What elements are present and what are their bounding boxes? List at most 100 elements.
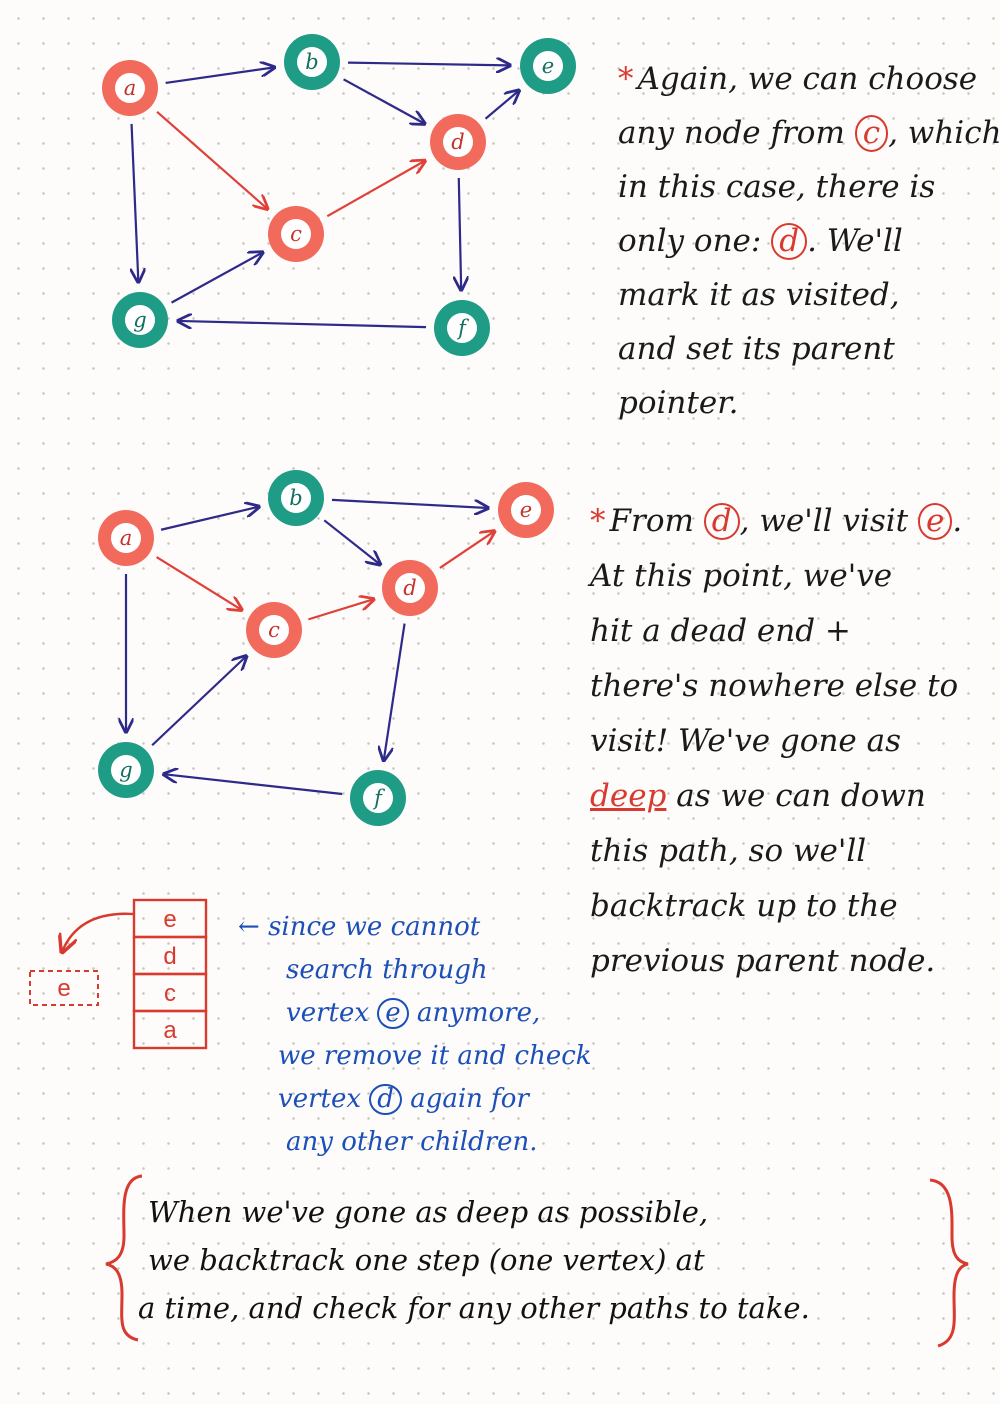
node-a-center bbox=[111, 523, 141, 553]
note1-line2b: , which bbox=[888, 115, 1000, 151]
edge-d-f bbox=[459, 177, 461, 290]
node-e: e bbox=[520, 38, 576, 94]
pop-arrow bbox=[62, 912, 135, 952]
node-b-center bbox=[281, 483, 311, 513]
node-g: g bbox=[98, 742, 154, 798]
note2-circled-e: e bbox=[917, 503, 953, 540]
node-g-label: g bbox=[133, 308, 146, 332]
left-brace bbox=[105, 1174, 143, 1342]
edge-f-g bbox=[164, 774, 343, 796]
node-a-label: a bbox=[120, 526, 133, 550]
stack-cell-label-c: c bbox=[164, 980, 176, 1007]
stack-cell-a bbox=[132, 1009, 208, 1050]
node-c-label: c bbox=[268, 618, 280, 642]
summary-line1: When we've gone as deep as possible, bbox=[148, 1195, 709, 1229]
node-a-center bbox=[115, 73, 145, 103]
node-f: f bbox=[350, 770, 406, 826]
note3-line3a: vertex bbox=[286, 998, 370, 1028]
edge-a-g bbox=[132, 123, 139, 282]
node-a: a bbox=[102, 60, 158, 116]
asterisk-icon: * bbox=[618, 61, 634, 97]
edge-d-e bbox=[484, 91, 519, 120]
popped-cell-label: e bbox=[57, 975, 70, 1002]
summary-line2: we backtrack one step (one vertex) at bbox=[148, 1243, 705, 1277]
note2-line6b: as we can down bbox=[676, 778, 926, 814]
note2-line2: At this point, we've bbox=[590, 558, 893, 594]
edge-a-b bbox=[165, 67, 275, 84]
node-e: e bbox=[498, 482, 554, 538]
note1-line2a: any node from bbox=[618, 115, 845, 151]
note1-line4a: only one: bbox=[618, 223, 762, 259]
note2-line1a: From bbox=[609, 503, 694, 539]
note2-line5: visit! We've gone as bbox=[590, 723, 901, 759]
edge-d-f bbox=[384, 623, 406, 761]
edge-a-c bbox=[156, 110, 267, 209]
node-d-center bbox=[443, 127, 473, 157]
summary-brackets bbox=[105, 1174, 969, 1348]
node-d: d bbox=[430, 114, 486, 170]
node-a-label: a bbox=[124, 76, 137, 100]
asterisk-icon: * bbox=[590, 503, 606, 539]
node-b-label: b bbox=[289, 486, 302, 510]
note2-line1b: , we'll visit bbox=[739, 503, 909, 539]
node-b-label: b bbox=[305, 50, 318, 74]
note2-line3: hit a dead end + bbox=[590, 613, 851, 649]
node-g-center bbox=[125, 305, 155, 335]
node-c: c bbox=[268, 206, 324, 262]
note1-circled-d: d bbox=[771, 223, 808, 260]
node-a: a bbox=[98, 510, 154, 566]
node-d-center bbox=[395, 573, 425, 603]
node-g: g bbox=[112, 292, 168, 348]
edge-f-g bbox=[178, 321, 427, 327]
node-f: f bbox=[434, 300, 490, 356]
note2-line7: this path, so we'll bbox=[590, 833, 867, 869]
note2-line8: backtrack up to the bbox=[590, 888, 898, 924]
note-stack: ← since we cannot search through vertex … bbox=[238, 906, 592, 1164]
node-f-center bbox=[447, 313, 477, 343]
note3-line5b: again for bbox=[410, 1084, 529, 1114]
node-c-center bbox=[281, 219, 311, 249]
edge-a-b bbox=[160, 507, 259, 531]
note3-line2: search through bbox=[286, 955, 488, 985]
edge-g-c bbox=[170, 252, 263, 304]
node-g-label: g bbox=[119, 758, 132, 782]
node-g-center bbox=[111, 755, 141, 785]
note3-circled-e: e bbox=[377, 998, 409, 1030]
note3-line6: any other children. bbox=[286, 1127, 538, 1157]
note3-line4: we remove it and check bbox=[278, 1041, 592, 1071]
node-f-label: f bbox=[372, 786, 385, 810]
note2-line9: previous parent node. bbox=[590, 943, 936, 979]
note2-line1c: . bbox=[952, 503, 963, 539]
note2-deep-word: deep bbox=[590, 778, 667, 814]
note1-circled-c: c bbox=[854, 115, 889, 152]
left-arrow-icon: ← bbox=[238, 912, 260, 942]
note1-line5: mark it as visited, bbox=[618, 277, 900, 313]
note1-line1: Again, we can choose bbox=[637, 61, 978, 97]
note3-line3b: anymore, bbox=[416, 998, 541, 1028]
stack-cell-label-e: e bbox=[163, 906, 176, 933]
summary-line3: a time, and check for any other paths to… bbox=[138, 1291, 810, 1325]
popped-cell bbox=[29, 970, 99, 1006]
note1-line3: in this case, there is bbox=[618, 169, 936, 205]
edge-c-d bbox=[308, 599, 373, 621]
stack-cell-label-d: d bbox=[163, 943, 176, 970]
edge-b-e bbox=[347, 63, 510, 66]
note1-line7: pointer. bbox=[618, 385, 739, 421]
note1-line6: and set its parent bbox=[618, 331, 895, 367]
note3-circled-d: d bbox=[369, 1084, 402, 1116]
node-d-label: d bbox=[403, 576, 416, 600]
note2-circled-d: d bbox=[703, 503, 740, 540]
edge-d-e bbox=[439, 531, 495, 569]
node-b: b bbox=[268, 470, 324, 526]
summary-note: When we've gone as deep as possible, we … bbox=[138, 1188, 810, 1332]
edge-b-d bbox=[343, 78, 425, 123]
graph-step-2: a b e d c g f bbox=[98, 470, 554, 826]
edge-c-d bbox=[326, 161, 425, 218]
node-f-label: f bbox=[456, 316, 469, 340]
node-b-center bbox=[297, 47, 327, 77]
note-step-1: *Again, we can choose any node from c, w… bbox=[618, 52, 1000, 430]
edge-a-c bbox=[155, 556, 242, 610]
node-d-label: d bbox=[451, 130, 464, 154]
